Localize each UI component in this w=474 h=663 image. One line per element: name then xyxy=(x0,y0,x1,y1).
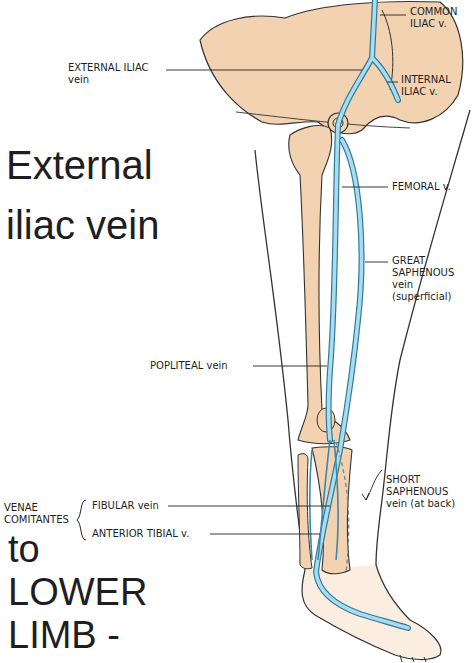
vein-label: EXTERNAL ILIAC vein xyxy=(68,62,164,86)
short-saphenous-vein xyxy=(336,442,349,572)
vein-label: SHORT SAPHENOUS vein (at back) xyxy=(386,474,471,510)
vein-label: FIBULAR vein xyxy=(92,500,168,512)
vein-label: ANTERIOR TIBIAL v. xyxy=(92,528,210,540)
vein-label: GREAT SAPHENOUS vein (superficial) xyxy=(392,255,470,303)
vein-label: POPLITEAL vein xyxy=(150,360,252,372)
deep-leg-veins xyxy=(310,440,338,560)
vein xyxy=(316,0,408,628)
group-label: VENAE COMITANTES xyxy=(4,502,78,526)
vein-label: FEMORAL v. xyxy=(392,181,470,193)
vein-outline xyxy=(316,0,408,628)
diagram-title: External iliac vein xyxy=(6,135,184,255)
leg-outline xyxy=(255,150,305,570)
vein-label: INTERNAL ILIAC v. xyxy=(401,74,471,98)
foot xyxy=(302,565,441,660)
brace xyxy=(77,500,86,540)
vein-label: COMMON ILIAC v. xyxy=(410,6,472,30)
femur xyxy=(289,126,350,444)
leg-outline xyxy=(376,110,470,565)
leader-line xyxy=(166,15,406,534)
arrow-head xyxy=(362,493,369,500)
heading-text: to LOWER LIMB - xyxy=(8,528,178,657)
toes xyxy=(400,655,426,662)
